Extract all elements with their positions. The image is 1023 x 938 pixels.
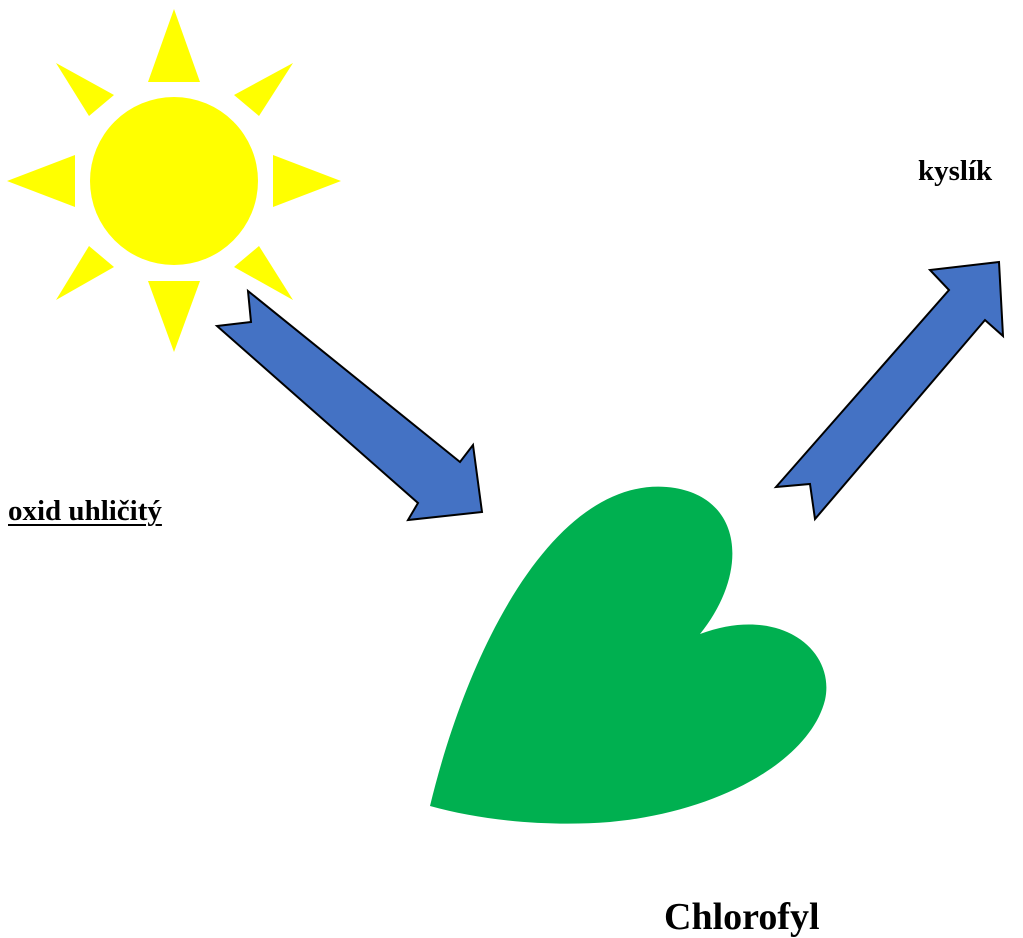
sun-ray-top-left <box>56 63 114 116</box>
leaf-icon <box>430 487 826 824</box>
arrow-icon <box>217 291 482 520</box>
sun-ray-bottom <box>148 281 200 352</box>
sun-disc <box>90 97 258 265</box>
sun-ray-bottom-left <box>56 246 114 300</box>
sun-ray-bottom-right <box>234 246 293 300</box>
sun-ray-top-right <box>234 63 293 116</box>
sun-ray-right <box>273 155 341 207</box>
carbon-dioxide-label: oxid uhličitý <box>8 497 162 526</box>
sun-icon <box>7 9 341 352</box>
arrow-icon <box>776 262 1003 519</box>
sun-ray-top <box>148 9 200 82</box>
chlorophyll-label: Chlorofyl <box>664 898 820 936</box>
sun-ray-left <box>7 155 75 207</box>
oxygen-label: kyslík <box>918 157 992 186</box>
